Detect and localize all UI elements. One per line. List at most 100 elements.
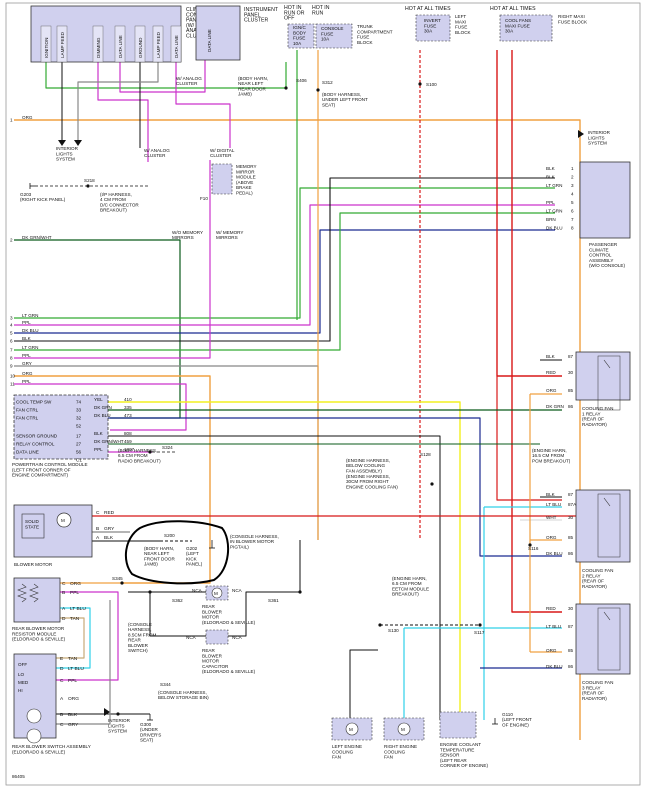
svg-text:A: A — [62, 606, 66, 612]
svg-text:C: C — [96, 510, 100, 516]
rear-switch-box — [13, 653, 57, 739]
climate-pin-box — [56, 25, 68, 63]
relay-pin-wire: WHT — [546, 515, 557, 520]
passenger-pin-number: 6 — [571, 209, 574, 214]
label-console-harn-bin: (CONSOLE HARNESS,BELOW STORAGE BIN) — [158, 690, 209, 700]
pcm-pin-circuit: 1807 — [124, 447, 135, 452]
svg-text:HI: HI — [18, 688, 23, 693]
svg-text:ORG: ORG — [68, 696, 79, 702]
climate-data-wire — [119, 60, 206, 93]
svg-text:A: A — [96, 535, 100, 541]
yellow-wire — [108, 401, 461, 730]
svg-text:E: E — [60, 656, 63, 662]
relay-pin-number: 86 — [568, 664, 574, 669]
pcm-pin-wire: DK BLU — [94, 413, 111, 418]
rear-ltblu — [56, 607, 91, 669]
wire-color-label: PPL — [22, 379, 31, 384]
relay-pin-wire: DK BLU — [546, 664, 563, 669]
label-s117: S117 — [474, 630, 485, 635]
climate-ign-wire — [45, 62, 287, 89]
svg-text:C: C — [60, 722, 64, 728]
splice-dots — [86, 82, 532, 716]
instrument-cluster-box — [195, 5, 241, 61]
rear-ppl — [56, 591, 119, 681]
pcm-pin-number: C1 — [76, 458, 82, 463]
pcm-pin-wire: YEL — [94, 397, 103, 402]
label-s128: S128 — [420, 452, 431, 457]
relay-pin-wire: ORG — [546, 388, 557, 393]
label-s100: S100 — [426, 82, 437, 87]
passenger-pin-number: 3 — [571, 183, 574, 188]
climate-pin-box — [152, 25, 164, 63]
pcm-pin-label: SENSOR GROUND — [16, 434, 58, 439]
svg-text:BLK: BLK — [68, 712, 78, 718]
climate-pin-label: DATA LINE — [118, 35, 123, 58]
relay-pin-number: 87 — [568, 492, 574, 497]
label-s361: S361 — [268, 598, 279, 603]
relay-pin-wire: DK BLU — [546, 551, 563, 556]
pcm-pin-label: FAN CTRL — [16, 408, 39, 413]
passenger-pin-number: 5 — [571, 200, 574, 205]
wire-number: 3 — [10, 316, 13, 321]
svg-text:LT BLU: LT BLU — [70, 606, 86, 612]
blower-motor-icon — [56, 512, 72, 528]
wire-number: 11 — [10, 382, 15, 387]
coolfan-red-wire-2 — [511, 50, 562, 613]
ground-symbols — [29, 183, 498, 725]
climate-pin-label: GROUND — [138, 37, 143, 58]
svg-text:M: M — [214, 591, 218, 596]
climate-pin-label: LAMP FEED — [60, 31, 65, 58]
climate-pin-label: IGNITION — [44, 38, 49, 58]
wire-color-label: BLK — [22, 336, 32, 341]
left-fan-blk — [349, 649, 378, 730]
passenger-pin-wire: LT GRN — [546, 209, 562, 214]
svg-text:GRY: GRY — [68, 722, 79, 728]
wire-5-dk-blu — [14, 229, 555, 334]
hot-all-times-1: HOT AT ALL TIMES — [405, 6, 451, 12]
diagram-border — [5, 2, 641, 786]
svg-text:ORG: ORG — [70, 581, 81, 587]
svg-text:D: D — [62, 616, 66, 622]
climate-pin-box — [114, 25, 126, 63]
wire-color-label: LT GRN — [22, 313, 38, 318]
pcm-pin-circuit: 410 — [124, 397, 132, 402]
pcm-pin-number: 52 — [76, 424, 82, 429]
svg-text:D: D — [60, 666, 64, 672]
passenger-pin-number: 8 — [571, 226, 574, 231]
climate-pin-box — [170, 25, 182, 63]
passenger-pin-wire: LT GRN — [546, 183, 562, 188]
passenger-pin-wire: PPL — [546, 200, 555, 205]
label-s130: S130 — [388, 628, 399, 633]
relay-pin-number: 30 — [568, 606, 574, 611]
blk-sensor-wire — [108, 435, 441, 720]
svg-text:A: A — [60, 696, 64, 702]
relay-pin-wire: BLK — [546, 492, 556, 497]
wire-number: 5 — [10, 331, 13, 336]
label-s218: S218 — [84, 178, 95, 183]
hot-all-times-2: HOT AT ALL TIMES — [490, 6, 536, 12]
label-s344: S344 — [160, 682, 171, 687]
climate-data2-wire — [175, 62, 231, 148]
